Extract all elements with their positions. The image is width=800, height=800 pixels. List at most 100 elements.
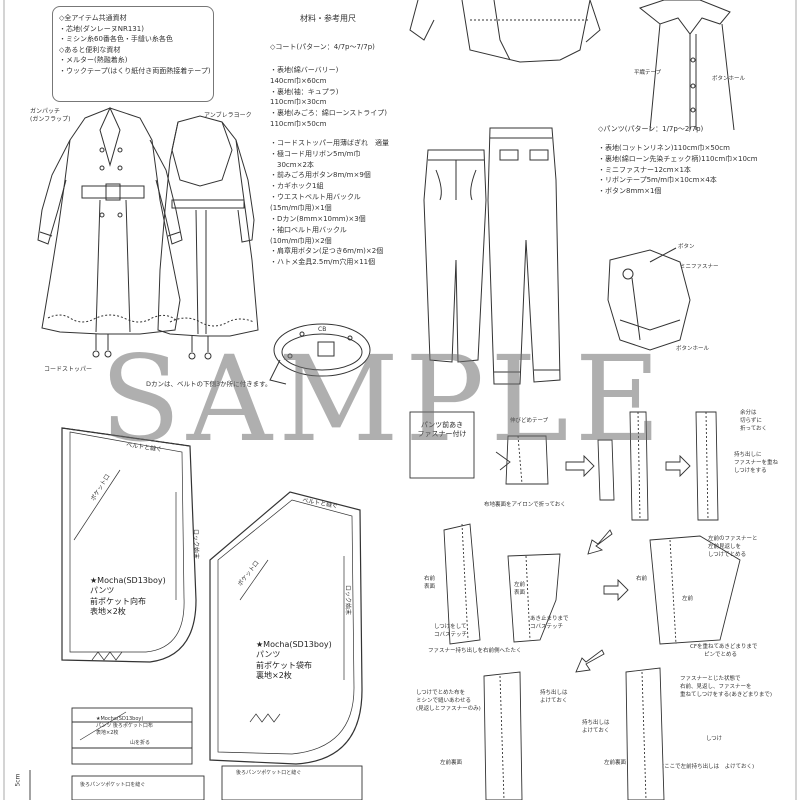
stitch-note-3: あき止まりまで	[530, 616, 569, 622]
shirt-buttonhole-label: ボタンホール	[712, 76, 746, 82]
right-zip-note-2: 左前見返しを	[708, 544, 742, 550]
materials-title: 材料・参考用尺	[300, 14, 356, 23]
fold-note-1: 余分は	[740, 410, 757, 416]
iron-note: 布地裏面をアイロンで折っておく	[484, 502, 566, 508]
fold-note-6: しつけをする	[734, 468, 767, 474]
note-item: ・メルター(熱融着糸)	[59, 56, 128, 64]
right-zip-note-3: しつけでとめる	[708, 552, 747, 558]
stitch-note-1: しつけをして	[434, 624, 467, 630]
final-note-2: 右前、見返し、ファスナーを	[680, 684, 752, 690]
coat-item: (10m/m巾用)×2個	[270, 236, 332, 245]
cf-note-1: CFを重ねてあきどまりまで	[690, 644, 758, 650]
belt-illustration	[269, 323, 371, 385]
left-front-face-label: 表面	[514, 590, 526, 596]
button-label: ボタン	[678, 244, 695, 250]
fold-note-3: 折っておく	[740, 426, 768, 432]
zip-fold-note: ファスナー持ち出しを右前側へたたく	[428, 648, 522, 654]
piece1-line4: 表地×2枚	[90, 607, 126, 617]
piece2-label: ★Mocha(SD13boy) パンツ 前ポケット袋布 裏地×2枚	[256, 640, 332, 682]
coat-item: (15m/m巾用)×1個	[270, 203, 332, 212]
strip-fold: 山を折る	[130, 740, 151, 746]
pull-note-1: 持ち出しは	[540, 690, 568, 696]
common-materials-box: ◇全アイテム共通資材 ・芯地(ダンレーヌNR131) ・ミシン糸60番各色・手縫…	[52, 6, 214, 102]
piece1-edge-lock: ロック始末	[192, 529, 200, 560]
basting-label: しつけ	[706, 736, 723, 742]
fly-detail-illustration	[607, 247, 691, 351]
pants-header: ◇パンツ(パターン：1/7p〜2/7p)	[598, 125, 704, 133]
final-note-1: ファスナーとじた状態で	[680, 676, 741, 682]
coat-materials: ◇コート(パターン：4/7p〜7/7p) ・表地(綿バーバリー) 140cm巾×…	[270, 42, 389, 268]
common-materials-list: ◇全アイテム共通資材 ・芯地(ダンレーヌNR131) ・ミシン糸60番各色・手縫…	[59, 13, 213, 76]
coat-item: ・極コード用リボン5m/m巾	[270, 149, 361, 158]
coat-item: 110cm巾×30cm	[270, 98, 327, 107]
sample-watermark: SAMPLE	[100, 330, 667, 468]
piece1-line3: 前ポケット向布	[90, 596, 146, 606]
cb-label: CB	[318, 326, 327, 333]
pants-item: ・ボタン8mm×1個	[598, 187, 662, 196]
note-item: ・芯地(ダンレーヌNR131)	[59, 24, 144, 33]
right-zip-note-1: 左前のファスナーと	[708, 536, 758, 542]
zipper-box-title-line1: パンツ前あき	[420, 420, 464, 429]
strip-line2: パンツ 後ろポケット口布	[96, 723, 153, 729]
baste-note-1: しつけでとめた布を	[416, 690, 466, 696]
coat-item: ・裏地(袖：キュプラ)	[270, 87, 339, 96]
pants-item: ・ミニファスナー12cm×1本	[598, 165, 691, 174]
right-front-label-2: 右前	[636, 576, 648, 582]
gun-flap-label: (ガンフラップ)	[30, 116, 71, 123]
trench-coat-back	[157, 115, 259, 360]
zipper-step-diagrams	[409, 411, 741, 800]
coat-item: ・袖口ベルト用バックル	[270, 225, 347, 234]
coat-item: 30cm×2本	[270, 160, 314, 169]
coat-item: ・コードストッパー用薄ばぎれ 適量	[270, 138, 389, 147]
baste-note-3: (見返しとファスナーのみ)	[416, 706, 481, 712]
coat-item: ・肩章用ボタン(足つき6m/m)×2個	[270, 247, 384, 256]
coat-item: 110cm巾×50cm	[270, 120, 327, 129]
strip-sew-note: 後ろパンツポケット口を縫ぐ	[80, 782, 146, 788]
pants-item: ・裏地(綿ローン先染チェック柄)110cm巾×10cm	[598, 154, 758, 163]
gun-patch-label: ガンパッチ	[30, 108, 61, 115]
piece1-title: ★Mocha(SD13boy)	[90, 576, 166, 585]
cord-stopper-label: コードストッパー	[44, 366, 93, 373]
pants-illustrations	[423, 127, 561, 385]
coat-item: ・ハトメ金具2.5m/m穴用×11個	[270, 258, 376, 267]
fold-note-4: 持ち出しに	[734, 452, 762, 458]
piece2-edge-lock: ロック始末	[344, 585, 352, 616]
strip-line3: 表地×2枚	[96, 730, 119, 736]
bottom-note: (ここで左前持ち出しは よけておく)	[662, 764, 755, 770]
coat-item: ・表地(綿バーバリー)	[270, 65, 339, 74]
pull-note-3: 持ち出しは	[582, 720, 610, 726]
pattern-strip-pieces	[29, 707, 363, 800]
pants-materials: ◇パンツ(パターン：1/7p〜2/7p) ・表地(コットンリネン)110cm巾×…	[598, 124, 758, 197]
coat-item: ・前みごろ用ボタン8m/m×9個	[270, 171, 371, 180]
coat-header: ◇コート(パターン：4/7p〜7/7p)	[270, 43, 375, 51]
note-item: ◇全アイテム共通資材	[59, 14, 127, 22]
coat-item: ・ウエストベルト用バックル	[270, 193, 361, 202]
piece2-line3: 前ポケット袋布	[256, 660, 312, 670]
d-ring-note: Dカンは、ベルトの下側3か所に付きます。	[146, 380, 272, 388]
right-front-face-label: 表面	[424, 584, 436, 590]
pull-note-4: よけておく	[582, 728, 610, 734]
right-front-label: 右前	[424, 576, 436, 582]
final-note-3: 重ねてしつけをする(あきどまりまで)	[680, 692, 772, 698]
tape-label: 伸びどめテープ	[510, 418, 549, 424]
note-item: ・ウックテープ(はくり紙付き両面熱接着テープ)	[59, 66, 211, 75]
umbrella-yoke-label: アンブレラヨーク	[204, 112, 252, 119]
fly-buttonhole-label: ボタンホール	[676, 346, 710, 352]
note-item: ・ミシン糸60番各色・手縫い糸各色	[59, 35, 173, 43]
zipper-box-title: パンツ前あき ファスナー付け	[410, 420, 474, 440]
trench-coat-front	[37, 106, 183, 358]
strip-sew-note-2: 後ろパンツポケット口と縫ぐ	[236, 770, 302, 776]
piece2-line2: パンツ	[256, 650, 281, 660]
left-front-label-2: 左前	[682, 596, 694, 602]
left-front-label: 左前	[514, 582, 526, 588]
piece1-label: ★Mocha(SD13boy) パンツ 前ポケット向布 表地×2枚	[90, 576, 166, 618]
fold-note-2: 切らずに	[740, 418, 762, 424]
placket-tape-label: 平織テープ	[634, 70, 662, 76]
pull-note-2: よけておく	[540, 698, 568, 704]
piece2-title: ★Mocha(SD13boy)	[256, 640, 332, 649]
stitch-note-4: コバステッチ	[530, 624, 564, 630]
scale-label: 5cm	[14, 773, 22, 787]
baste-note-2: ミシンで縫いあわせる	[416, 698, 472, 704]
pants-item: ・リボンテープ5m/m巾×10cm×4本	[598, 176, 717, 185]
left-front-back-label: 左前裏面	[440, 760, 463, 766]
